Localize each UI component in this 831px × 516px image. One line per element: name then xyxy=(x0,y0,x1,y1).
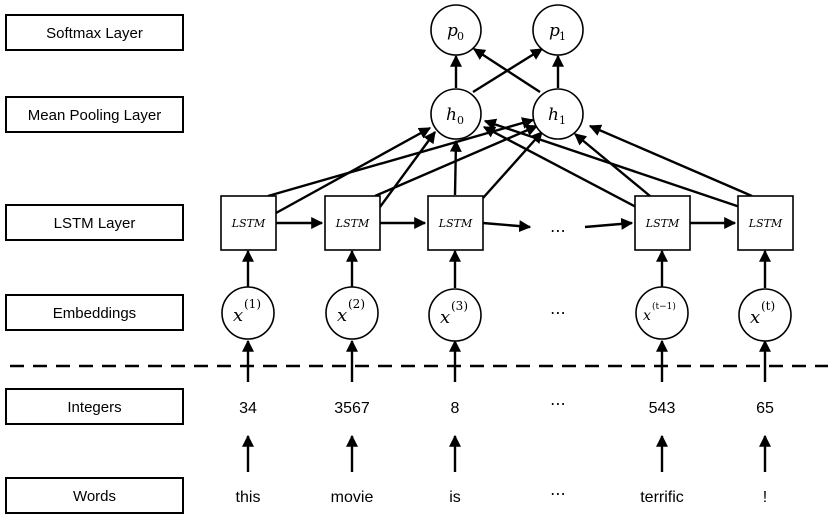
edges-integer-to-embedding xyxy=(242,339,771,382)
embedding-2-base: x xyxy=(337,305,347,326)
lstm-cell-3: LSTM xyxy=(427,195,484,251)
ellipsis-lstm: ⋯ xyxy=(550,221,566,240)
edges-lstm-to-h1 xyxy=(267,117,753,199)
edge-lstm2-h1 xyxy=(374,124,539,198)
h1-base: h xyxy=(548,105,559,125)
word-5: ! xyxy=(763,489,767,506)
p1-sub: 1 xyxy=(559,30,566,43)
embedding-4-base: x xyxy=(643,308,651,324)
integer-3: 8 xyxy=(451,400,460,417)
edge-lstm4-h0 xyxy=(482,125,637,209)
integer-2: 3567 xyxy=(334,400,370,417)
lstm-cell-3-label: LSTM xyxy=(438,217,473,230)
label-embeddings-text: Embeddings xyxy=(53,305,136,322)
edge-lstm2-h0 xyxy=(379,131,436,208)
embedding-5-base: x xyxy=(750,307,760,328)
lstm-cell-5: LSTM xyxy=(737,195,794,251)
embedding-node-4: x (t−1) xyxy=(635,286,689,340)
word-3: is xyxy=(449,489,461,506)
embedding-3-sup: (3) xyxy=(451,299,468,313)
label-integers-text: Integers xyxy=(67,399,121,416)
embedding-3-base: x xyxy=(440,307,450,328)
ellipsis-integer: ⋯ xyxy=(550,394,566,413)
edge-lstm4-h1 xyxy=(574,133,651,197)
lstm-cell-2-label: LSTM xyxy=(335,217,370,230)
output-node-p1: p 1 xyxy=(532,4,584,56)
lstm-cell-1-label: LSTM xyxy=(231,217,266,230)
p0-sub: 0 xyxy=(457,30,464,43)
label-lstm: LSTM Layer xyxy=(5,204,184,241)
embedding-4-sup: (t−1) xyxy=(652,301,676,312)
p1-base: p xyxy=(549,21,560,41)
hidden-node-h0: h 0 xyxy=(430,88,482,140)
word-2: movie xyxy=(331,489,374,506)
label-embeddings: Embeddings xyxy=(5,294,184,331)
h1-sub: 1 xyxy=(559,114,566,127)
ellipsis-word: ⋯ xyxy=(550,484,566,503)
integer-1: 34 xyxy=(239,400,257,417)
label-lstm-text: LSTM Layer xyxy=(54,215,136,232)
lstm-cell-4-label: LSTM xyxy=(645,217,680,230)
integer-5: 65 xyxy=(756,400,774,417)
label-softmax-text: Softmax Layer xyxy=(46,25,143,42)
h0-sub: 0 xyxy=(457,114,464,127)
lstm-cell-4: LSTM xyxy=(634,195,691,251)
label-integers: Integers xyxy=(5,388,184,425)
lstm-cell-2: LSTM xyxy=(324,195,381,251)
edges-lstm-recurrent xyxy=(276,217,737,233)
word-4: terrific xyxy=(640,489,684,506)
embedding-node-3: x (3) xyxy=(428,288,482,342)
edge-lstm-3-dots xyxy=(482,220,532,233)
lstm-cell-1: LSTM xyxy=(220,195,277,251)
embedding-2-sup: (2) xyxy=(348,297,365,311)
label-words: Words xyxy=(5,477,184,514)
label-pooling-text: Mean Pooling Layer xyxy=(28,107,161,124)
edges-hidden-to-output xyxy=(450,47,564,94)
embedding-node-5: x (t) xyxy=(738,288,792,342)
ellipsis-embedding: ⋯ xyxy=(550,303,566,322)
edge-lstm5-h1 xyxy=(588,124,753,198)
lstm-cell-5-label: LSTM xyxy=(748,217,783,230)
edge-dots-lstm-4 xyxy=(584,217,634,230)
embedding-1-base: x xyxy=(233,305,243,326)
label-pooling: Mean Pooling Layer xyxy=(5,96,184,133)
label-words-text: Words xyxy=(73,488,116,505)
edge-h1-p0 xyxy=(472,47,541,94)
embedding-node-2: x (2) xyxy=(325,286,379,340)
edge-lstm3-h1 xyxy=(482,131,543,199)
embedding-5-sup: (t) xyxy=(761,299,775,313)
edges-word-to-integer xyxy=(242,434,771,472)
integer-4: 543 xyxy=(649,400,676,417)
label-softmax: Softmax Layer xyxy=(5,14,184,51)
edge-lstm1-h1 xyxy=(267,117,535,198)
hidden-node-h1: h 1 xyxy=(532,88,584,140)
output-node-p0: p 0 xyxy=(430,4,482,56)
p0-base: p xyxy=(447,21,458,41)
h0-base: h xyxy=(446,105,457,125)
edge-lstm3-h0 xyxy=(449,139,462,196)
edges-embedding-to-lstm xyxy=(242,249,771,288)
word-1: this xyxy=(236,489,261,506)
embedding-1-sup: (1) xyxy=(244,297,261,311)
embedding-node-1: x (1) xyxy=(221,286,275,340)
